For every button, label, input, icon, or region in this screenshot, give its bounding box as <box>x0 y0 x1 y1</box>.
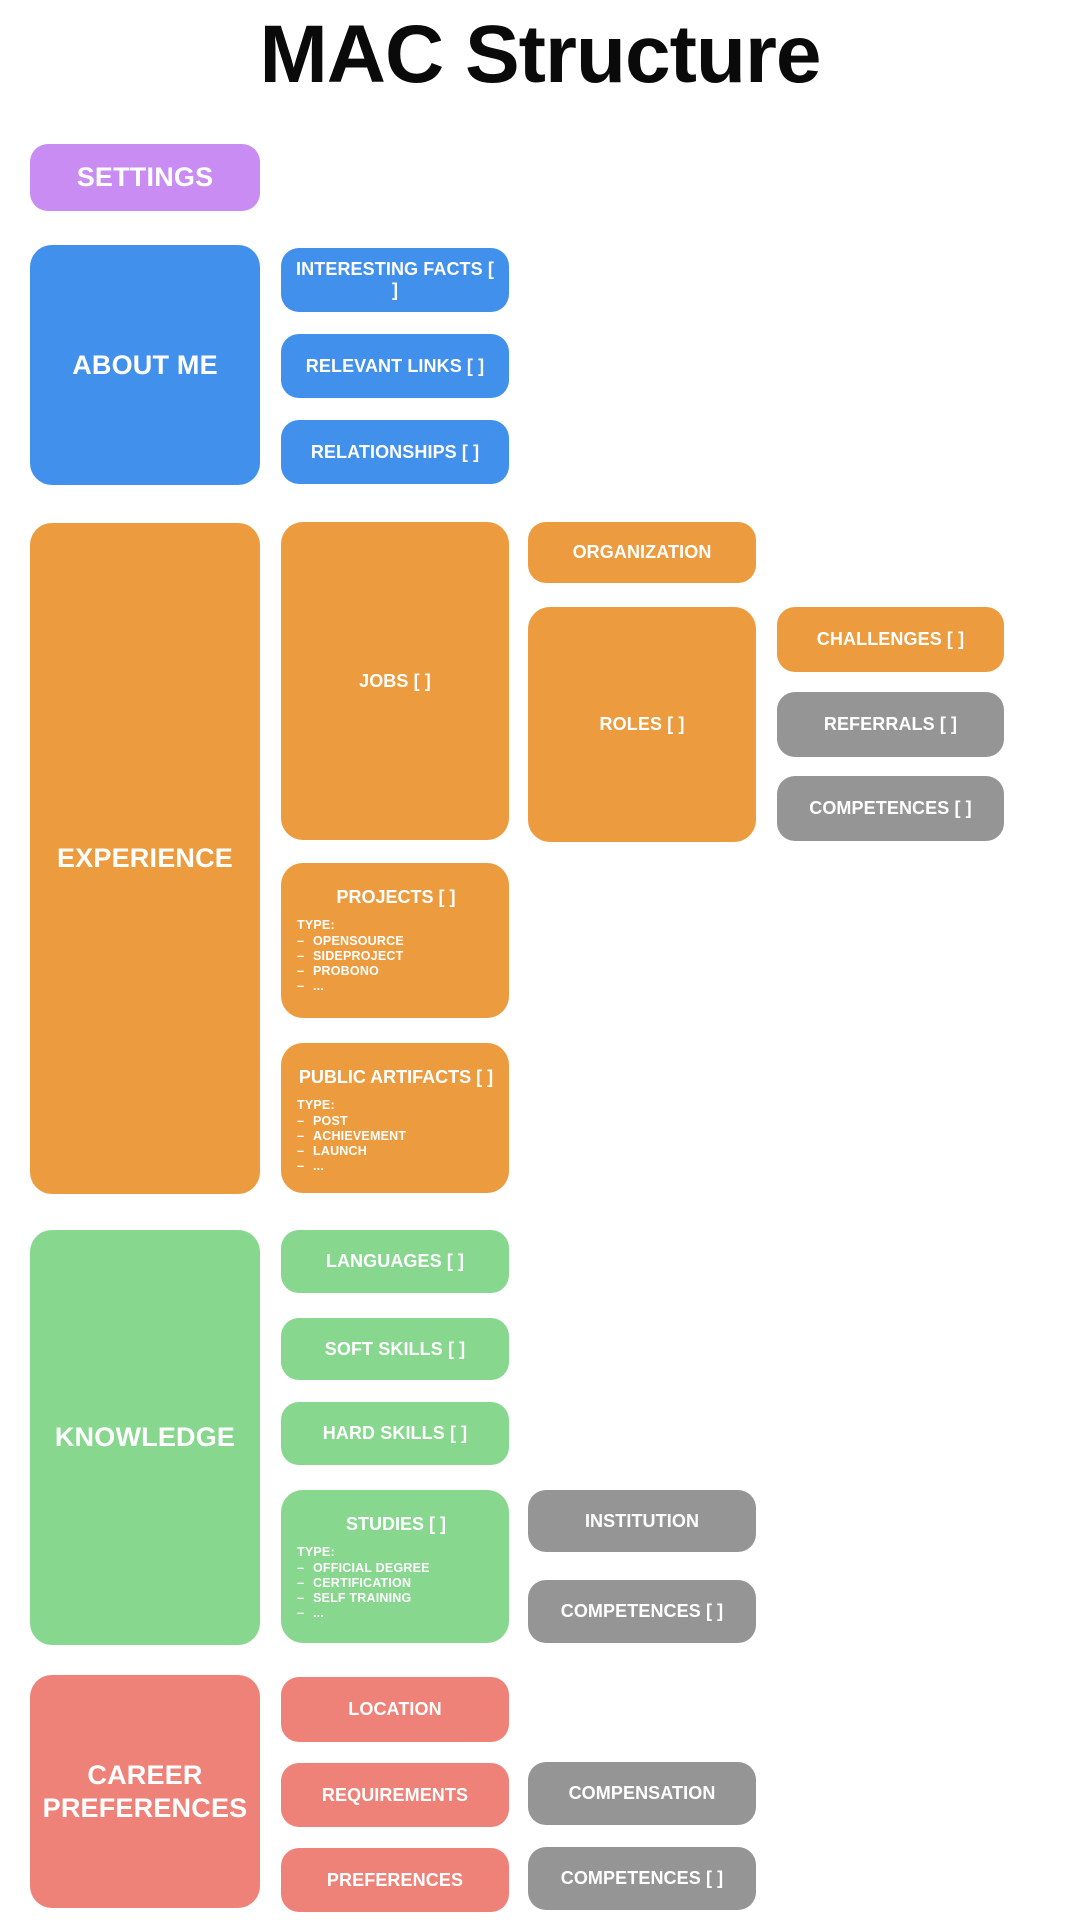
list-dash: – <box>297 1576 305 1590</box>
list-dash: – <box>297 1129 305 1143</box>
type-item-label: PROBONO <box>313 964 379 978</box>
list-dash: – <box>297 964 305 978</box>
requirements-node: REQUIREMENTS <box>281 1763 509 1827</box>
projects-node: PROJECTS [ ] TYPE: –OPENSOURCE –SIDEPROJ… <box>281 863 509 1018</box>
type-item-label: OFFICIAL DEGREE <box>313 1561 430 1575</box>
jobs-label: JOBS [ ] <box>359 670 431 691</box>
about-me-node: ABOUT ME <box>30 245 260 485</box>
location-label: LOCATION <box>348 1699 442 1719</box>
type-item: –... <box>297 1606 495 1621</box>
about-me-label: ABOUT ME <box>72 349 218 380</box>
relevant-links-label: RELEVANT LINKS [ ] <box>305 355 485 376</box>
soft-skills-node: SOFT SKILLS [ ] <box>281 1318 509 1380</box>
type-heading: TYPE: <box>297 1545 335 1559</box>
page-title: MAC Structure <box>259 9 821 100</box>
type-item: –SIDEPROJECT <box>297 949 495 964</box>
challenges-node: CHALLENGES [ ] <box>777 607 1004 672</box>
competences-knowledge-node: COMPETENCES [ ] <box>528 1580 756 1643</box>
preferences-node: PREFERENCES <box>281 1848 509 1912</box>
type-item-label: ACHIEVEMENT <box>313 1129 407 1143</box>
type-item-label: OPENSOURCE <box>313 934 404 948</box>
organization-label: ORGANIZATION <box>572 542 712 562</box>
soft-skills-label: SOFT SKILLS [ ] <box>324 1338 466 1359</box>
list-dash: – <box>297 1114 305 1128</box>
type-item: –PROBONO <box>297 964 495 979</box>
settings-label: SETTINGS <box>76 162 214 193</box>
compensation-node: COMPENSATION <box>528 1762 756 1825</box>
competences-career-label: COMPETENCES [ ] <box>560 1868 724 1888</box>
compensation-label: COMPENSATION <box>568 1783 716 1803</box>
public-artifacts-type-list: TYPE: –POST –ACHIEVEMENT –LAUNCH –... <box>297 1098 495 1174</box>
type-item: –OPENSOURCE <box>297 934 495 949</box>
competences-experience-label: COMPETENCES [ ] <box>809 798 972 818</box>
competences-knowledge-label: COMPETENCES [ ] <box>560 1601 724 1621</box>
interesting-facts-label: INTERESTING FACTS [ ] <box>296 259 494 300</box>
type-item: –CERTIFICATION <box>297 1576 495 1591</box>
preferences-label: PREFERENCES <box>326 1869 464 1890</box>
type-item: –OFFICIAL DEGREE <box>297 1561 495 1576</box>
referrals-node: REFERRALS [ ] <box>777 692 1004 757</box>
type-item: –... <box>297 1159 495 1174</box>
relationships-label: RELATIONSHIPS [ ] <box>310 441 480 462</box>
type-item-label: CERTIFICATION <box>313 1576 412 1590</box>
competences-career-node: COMPETENCES [ ] <box>528 1847 756 1910</box>
knowledge-node: KNOWLEDGE <box>30 1230 260 1645</box>
roles-node: ROLES [ ] <box>528 607 756 842</box>
career-preferences-node: CAREER PREFERENCES <box>30 1675 260 1908</box>
type-item-label: LAUNCH <box>313 1144 367 1158</box>
roles-label: ROLES [ ] <box>599 714 685 734</box>
institution-node: INSTITUTION <box>528 1490 756 1552</box>
jobs-node: JOBS [ ] <box>281 522 509 840</box>
languages-label: LANGUAGES [ ] <box>325 1251 465 1271</box>
experience-node: EXPERIENCE <box>30 523 260 1194</box>
type-item: –POST <box>297 1114 495 1129</box>
type-item: –LAUNCH <box>297 1144 495 1159</box>
list-dash: – <box>297 1561 305 1575</box>
type-item: –... <box>297 979 495 994</box>
list-dash: – <box>297 949 305 963</box>
knowledge-label: KNOWLEDGE <box>54 1422 236 1453</box>
institution-label: INSTITUTION <box>584 1510 700 1531</box>
type-heading: TYPE: <box>297 918 335 932</box>
list-dash: – <box>297 979 305 993</box>
settings-node: SETTINGS <box>30 144 260 211</box>
type-item-label: ... <box>313 979 325 993</box>
public-artifacts-node: PUBLIC ARTIFACTS [ ] TYPE: –POST –ACHIEV… <box>281 1043 509 1193</box>
type-item-label: ... <box>313 1159 325 1173</box>
location-node: LOCATION <box>281 1677 509 1742</box>
list-dash: – <box>297 1606 305 1620</box>
projects-type-list: TYPE: –OPENSOURCE –SIDEPROJECT –PROBONO … <box>297 918 495 994</box>
list-dash: – <box>297 934 305 948</box>
interesting-facts-node: INTERESTING FACTS [ ] <box>281 248 509 312</box>
type-heading: TYPE: <box>297 1098 335 1112</box>
career-preferences-label: CAREER PREFERENCES <box>42 1759 248 1823</box>
relevant-links-node: RELEVANT LINKS [ ] <box>281 334 509 398</box>
type-item-label: SIDEPROJECT <box>313 949 404 963</box>
public-artifacts-label: PUBLIC ARTIFACTS [ ] <box>298 1067 494 1087</box>
type-item: –ACHIEVEMENT <box>297 1129 495 1144</box>
competences-experience-node: COMPETENCES [ ] <box>777 776 1004 841</box>
experience-label: EXPERIENCE <box>56 843 234 874</box>
projects-label: PROJECTS [ ] <box>336 887 456 907</box>
studies-label: STUDIES [ ] <box>345 1514 446 1534</box>
languages-node: LANGUAGES [ ] <box>281 1230 509 1293</box>
type-item-label: SELF TRAINING <box>313 1591 412 1605</box>
type-item: –SELF TRAINING <box>297 1591 495 1606</box>
type-item-label: POST <box>313 1114 348 1128</box>
list-dash: – <box>297 1144 305 1158</box>
hard-skills-node: HARD SKILLS [ ] <box>281 1402 509 1465</box>
list-dash: – <box>297 1159 305 1173</box>
hard-skills-label: HARD SKILLS [ ] <box>322 1423 468 1443</box>
list-dash: – <box>297 1591 305 1605</box>
organization-node: ORGANIZATION <box>528 522 756 583</box>
studies-type-list: TYPE: –OFFICIAL DEGREE –CERTIFICATION –S… <box>297 1545 495 1621</box>
requirements-label: REQUIREMENTS <box>321 1784 469 1805</box>
challenges-label: CHALLENGES [ ] <box>816 629 965 649</box>
referrals-label: REFERRALS [ ] <box>823 714 958 734</box>
type-item-label: ... <box>313 1606 325 1620</box>
studies-node: STUDIES [ ] TYPE: –OFFICIAL DEGREE –CERT… <box>281 1490 509 1643</box>
relationships-node: RELATIONSHIPS [ ] <box>281 420 509 484</box>
